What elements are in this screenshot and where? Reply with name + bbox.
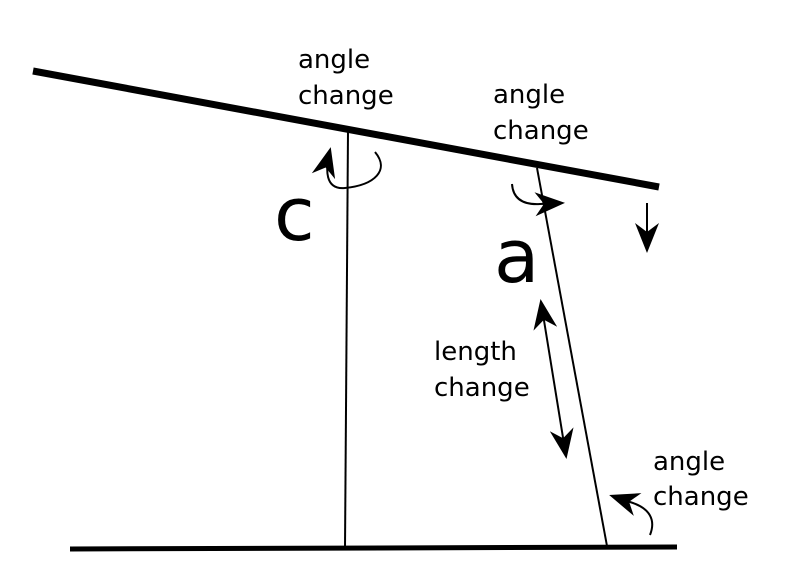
length-label-line1: length <box>434 337 517 367</box>
a-bottom-angle-label-line2: change <box>653 482 749 512</box>
a-top-angle-label-line1: angle <box>493 80 565 110</box>
a-bottom-angle-label-line1: angle <box>653 447 725 477</box>
a-top-angle-label-line2: change <box>493 116 589 146</box>
length-label-line2: change <box>434 373 530 403</box>
c-angle-label-line1: angle <box>298 45 370 75</box>
bottom-beam <box>69 544 678 552</box>
c-angle-label-line2: change <box>298 81 394 111</box>
link-c <box>344 130 349 549</box>
link-c-label: c <box>274 172 315 258</box>
link-a <box>536 167 608 547</box>
link-a-label: a <box>494 214 539 300</box>
top-beam <box>32 67 660 191</box>
a-top-rotation-arrow <box>511 183 565 217</box>
a-bottom-rotation-arrow <box>609 493 654 536</box>
c-rotation-arrow <box>311 147 382 190</box>
length-change-arrow <box>533 299 574 459</box>
